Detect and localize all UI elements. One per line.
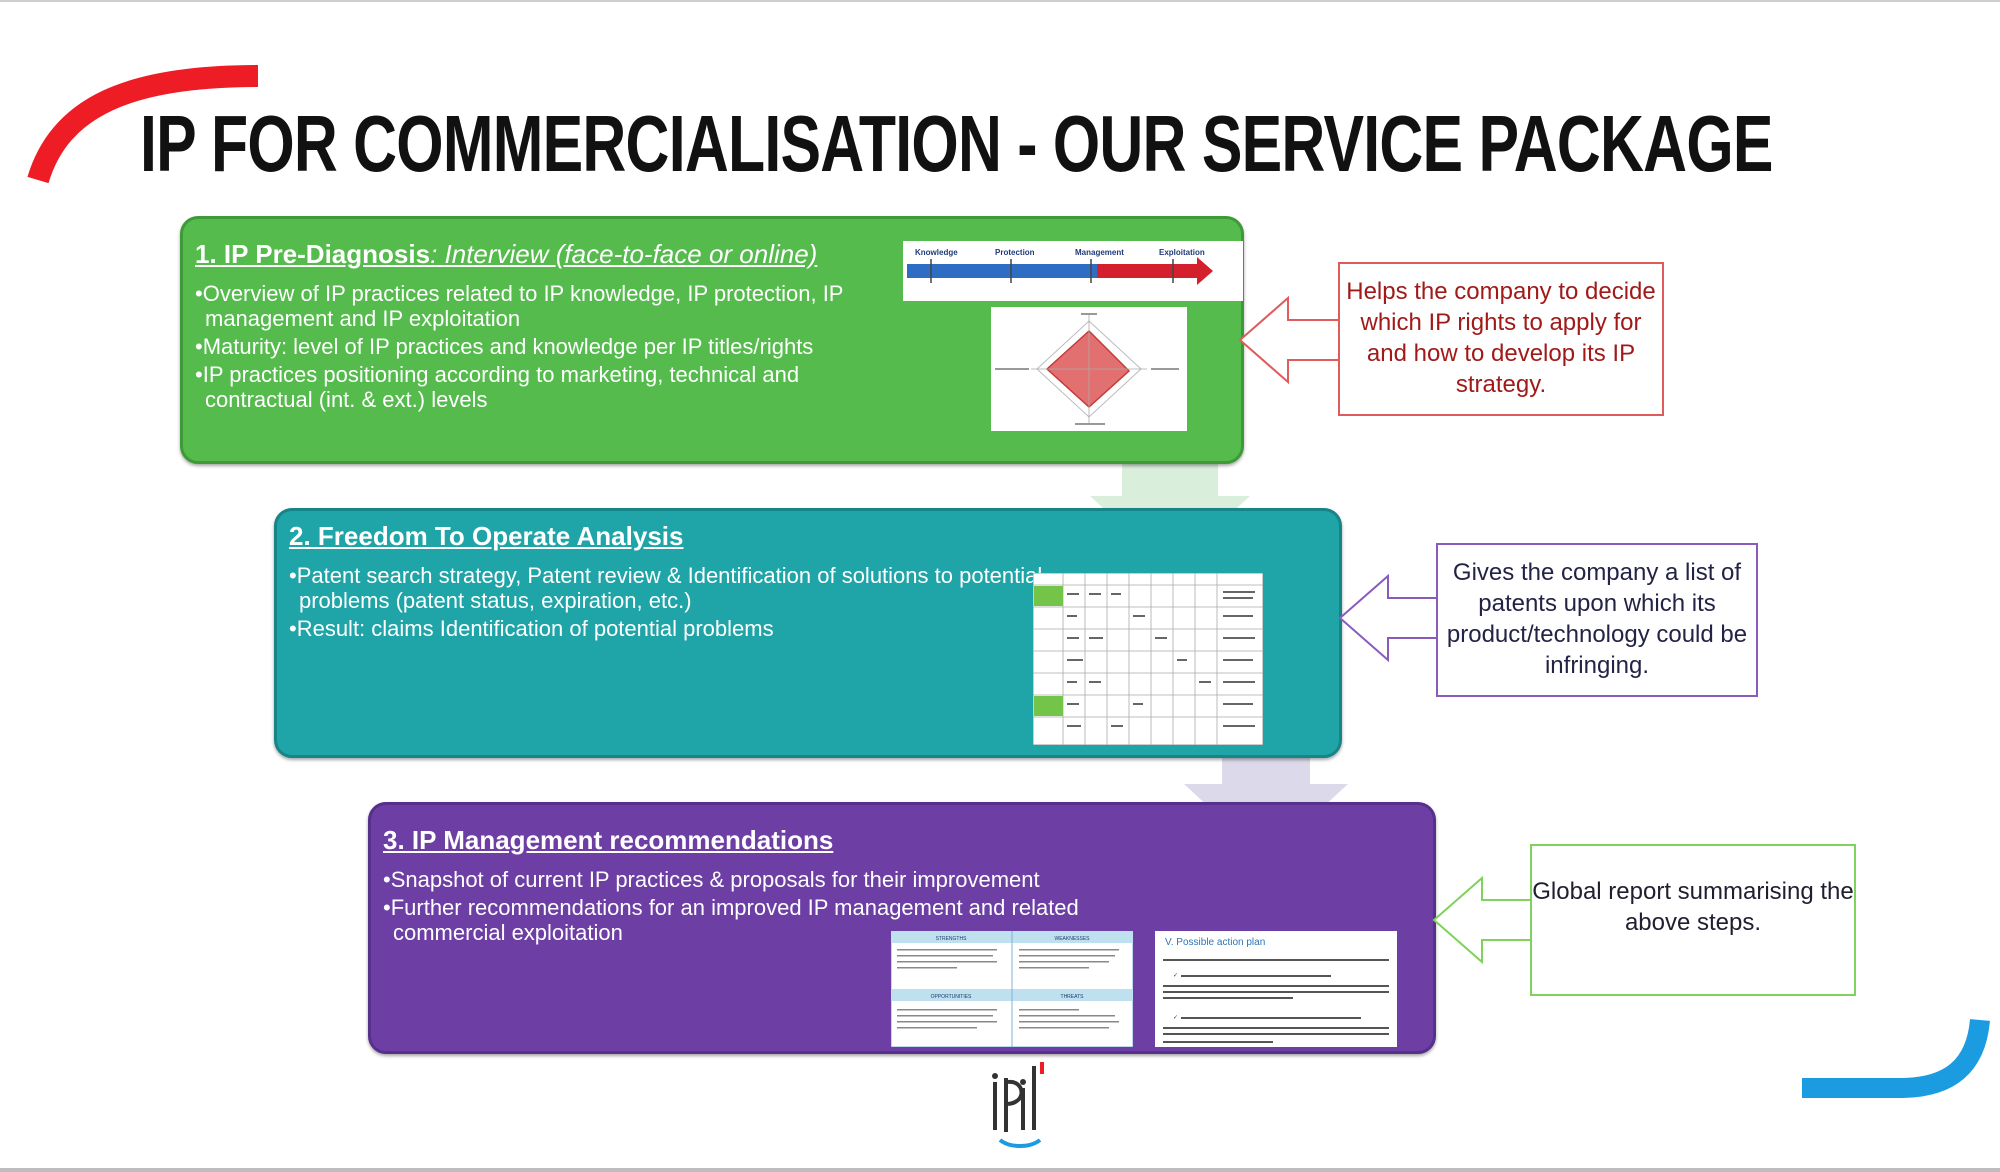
list-item: Further recommendations for an improved …: [383, 895, 1183, 945]
arrow-benefit3: [1432, 875, 1535, 965]
step2-bullet-list: Patent search strategy, Patent review & …: [289, 563, 1049, 644]
arrow-benefit2: [1338, 573, 1441, 663]
list-item: IP practices positioning according to ma…: [195, 362, 907, 412]
blue-arc-decoration: [1802, 1018, 1990, 1098]
step2-heading: 2. Freedom To Operate Analysis: [289, 521, 684, 551]
list-item: Maturity: level of IP practices and know…: [195, 334, 907, 359]
step1-ip-prediagnosis-panel: 1. IP Pre-Diagnosis: Interview (face-to-…: [180, 216, 1244, 464]
list-item: Overview of IP practices related to IP k…: [195, 281, 907, 331]
list-item: Patent search strategy, Patent review & …: [289, 563, 1049, 613]
step1-heading: 1. IP Pre-Diagnosis: [195, 239, 431, 269]
top-border: [0, 0, 2000, 2]
benefit-callout-step1: Helps the company to decide which IP rig…: [1338, 262, 1664, 416]
action-plan-document-thumbnail: V. Possible action plan ✓ ✓: [1155, 931, 1397, 1047]
swot-label: WEAKNESSES: [1054, 936, 1090, 942]
ip-timeline-thumbnail: Knowledge Protection Management Exploita…: [903, 241, 1243, 301]
arrow-benefit1: [1238, 295, 1341, 385]
step1-subheading: : Interview (face-to-face or online): [430, 239, 818, 269]
page-title: IP FOR COMMERCIALISATION - OUR SERVICE P…: [140, 99, 1773, 188]
step2-fto-analysis-panel: 2. Freedom To Operate Analysis Patent se…: [274, 508, 1342, 758]
benefit-callout-step2: Gives the company a list of patents upon…: [1436, 543, 1758, 697]
timeline-label: Management: [1075, 248, 1124, 257]
patent-table-thumbnail: [1033, 573, 1263, 745]
swot-table-thumbnail: STRENGTHS WEAKNESSES OPPORTUNITIES THREA…: [891, 931, 1133, 1047]
step3-heading: 3. IP Management recommendations: [383, 825, 834, 855]
timeline-label: Exploitation: [1159, 248, 1205, 257]
swot-label: THREATS: [1061, 994, 1085, 1000]
timeline-label: Knowledge: [915, 248, 958, 257]
step3-bullet-list: Snapshot of current IP practices & propo…: [383, 867, 1183, 948]
benefit-callout-step3: Global report summarising the above step…: [1530, 844, 1856, 996]
list-item: Result: claims Identification of potenti…: [289, 616, 1049, 641]
step3-ip-management-panel: 3. IP Management recommendations Snapsho…: [368, 802, 1436, 1054]
swot-label: STRENGTHS: [936, 936, 968, 942]
swot-label: OPPORTUNITIES: [931, 994, 972, 1000]
bottom-border: [0, 1168, 2000, 1172]
red-arc-decoration: [27, 65, 259, 184]
svg-text:✓: ✓: [1173, 1014, 1178, 1021]
action-plan-heading: V. Possible action plan: [1165, 937, 1265, 948]
svg-text:✓: ✓: [1173, 972, 1178, 979]
list-item: Snapshot of current IP practices & propo…: [383, 867, 1183, 892]
step1-bullet-list: Overview of IP practices related to IP k…: [195, 281, 907, 415]
ipil-logo: [990, 1058, 1060, 1150]
maturity-radar-chart-thumbnail: [991, 307, 1187, 431]
timeline-label: Protection: [995, 248, 1035, 257]
